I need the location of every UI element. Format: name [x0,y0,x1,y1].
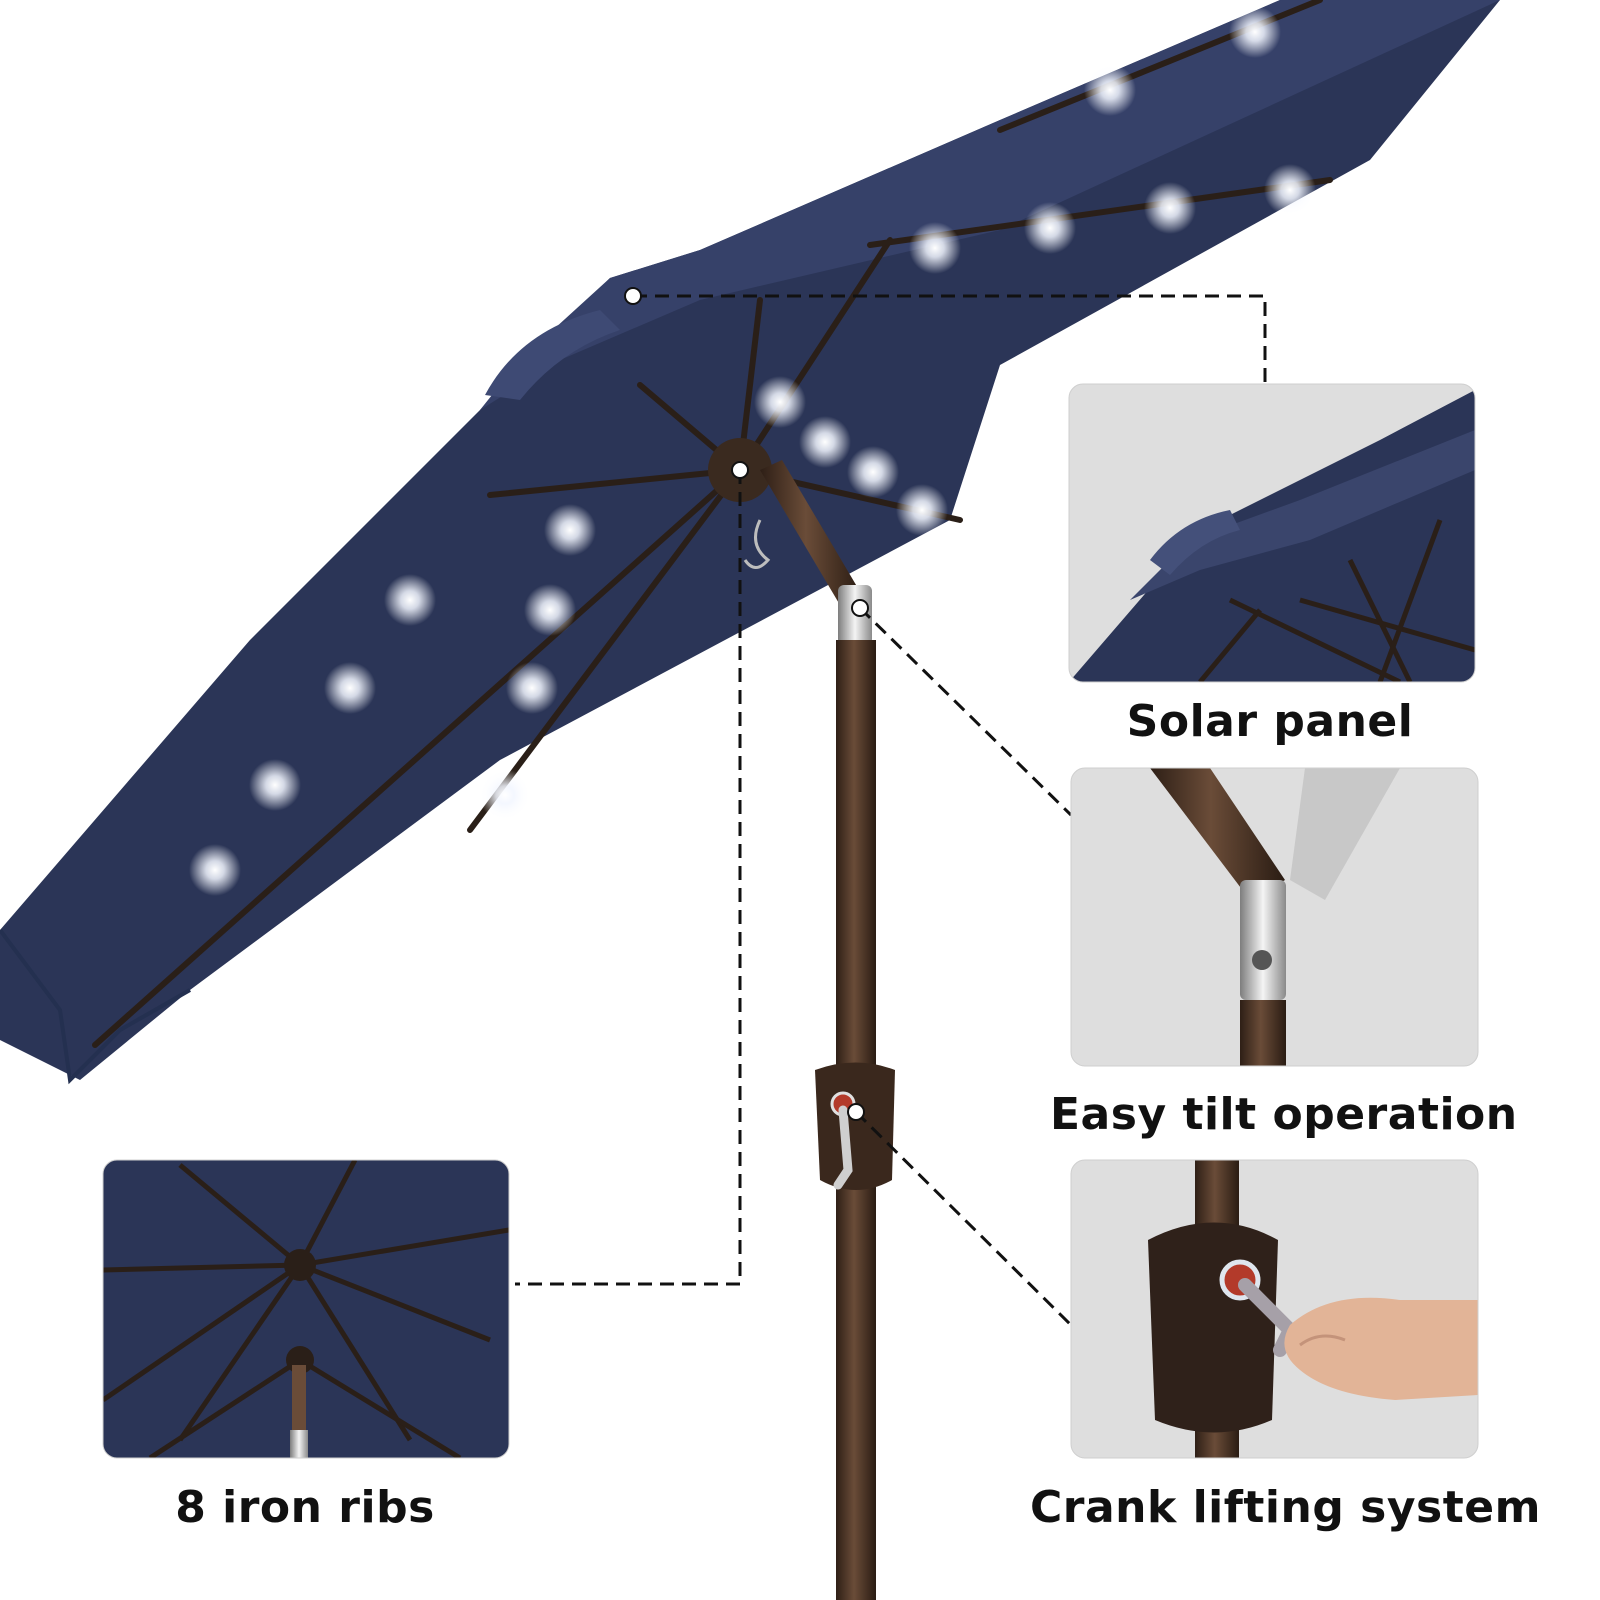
solar-panel-photo [1069,384,1475,682]
easy-tilt-caption: Easy tilt operation [1050,1089,1518,1140]
solar-panel-caption: Solar panel [1126,696,1414,747]
iron-ribs-photo [103,1160,509,1458]
detail-panel-frames [102,383,1479,1459]
iron-ribs-caption: 8 iron ribs [175,1482,435,1533]
callout-lines [515,294,1267,1327]
umbrella-canopy [0,0,1500,1085]
tilt-mechanism-photo [1071,768,1478,1066]
crank-lifting-caption: Crank lifting system [1030,1482,1541,1533]
umbrella-pole [743,460,895,1600]
led-lights [189,6,1316,896]
callout-dots [624,287,869,1121]
crank-system-photo [1071,1160,1478,1458]
